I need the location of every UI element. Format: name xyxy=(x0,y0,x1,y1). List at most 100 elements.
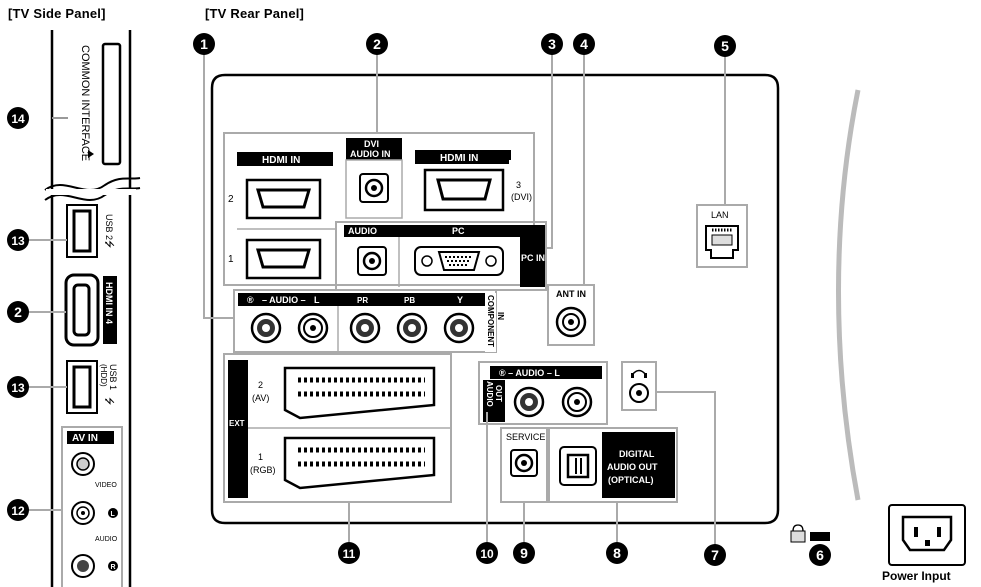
svg-text:AUDIO: AUDIO xyxy=(485,381,494,407)
svg-text:IN: IN xyxy=(496,312,505,320)
svg-text:L: L xyxy=(111,511,116,518)
common-interface-slot xyxy=(101,42,122,166)
arrow-icon xyxy=(88,150,94,158)
svg-text:9: 9 xyxy=(520,545,528,561)
usb2-label: USB 2 xyxy=(104,214,114,240)
svg-text:L: L xyxy=(314,295,320,305)
svg-text:6: 6 xyxy=(816,547,824,563)
component-audio-r-jack xyxy=(250,312,282,344)
callout-6: 6 xyxy=(809,544,831,566)
power-input-label: Power Input xyxy=(882,569,951,583)
audio-out-r-jack xyxy=(513,386,545,418)
svg-text:8: 8 xyxy=(613,545,621,561)
svg-text:(AV): (AV) xyxy=(252,393,269,403)
svg-text:3: 3 xyxy=(516,180,521,190)
svg-text:(OPTICAL): (OPTICAL) xyxy=(608,475,654,485)
svg-text:DVI: DVI xyxy=(364,139,379,149)
callout-5: 5 xyxy=(714,35,736,57)
svg-text:7: 7 xyxy=(711,547,719,563)
rear-panel-outline xyxy=(210,73,780,525)
hdmi-port-2 xyxy=(245,178,322,220)
svg-text:10: 10 xyxy=(480,547,494,561)
side-panel: COMMON INTERFACE USB 2 ⭍ HDMI IN 4 (HDD)… xyxy=(44,30,141,587)
usb1-label: USB 1 xyxy=(108,364,118,390)
optical-port xyxy=(559,446,597,486)
svg-text:13: 13 xyxy=(11,381,25,395)
pc-vga-port xyxy=(414,246,504,276)
svg-text:2: 2 xyxy=(373,36,381,52)
audio-out-l-jack xyxy=(561,386,593,418)
power-input-socket xyxy=(888,504,966,566)
callout-8: 8 xyxy=(606,542,628,564)
component-pb-jack xyxy=(396,312,428,344)
svg-text:13: 13 xyxy=(11,234,25,248)
component-audio-l-jack xyxy=(297,312,329,344)
ant-in-label: ANT IN xyxy=(556,289,586,299)
rear-panel-heading: [TV Rear Panel] xyxy=(205,6,305,21)
svg-text:5: 5 xyxy=(721,38,729,54)
svg-text:2: 2 xyxy=(258,380,263,390)
ext-label: EXT xyxy=(229,419,245,428)
hdmi4-label: HDMI IN 4 xyxy=(104,282,114,324)
svg-text:PB: PB xyxy=(404,296,415,305)
callout-10: 10 xyxy=(476,542,498,564)
svg-text:3: 3 xyxy=(548,36,556,52)
svg-text:AUDIO IN: AUDIO IN xyxy=(350,149,391,159)
side-panel-heading: [TV Side Panel] xyxy=(8,6,106,21)
svg-text:COMPONENT: COMPONENT xyxy=(486,295,495,347)
callout-badges: 1 2 3 4 5 6 7 8 9 10 11 12 13 14 13 2 xyxy=(7,33,831,566)
pc-audio-jack xyxy=(357,246,387,276)
callout-14: 14 xyxy=(7,107,29,129)
hdmi-port-1 xyxy=(245,238,322,280)
lan-port xyxy=(705,225,739,259)
svg-text:11: 11 xyxy=(343,547,356,561)
svg-text:2: 2 xyxy=(228,194,234,205)
svg-text:®: ® xyxy=(247,295,254,305)
svg-text:Y: Y xyxy=(457,295,463,305)
svg-text:⭍: ⭍ xyxy=(103,397,115,405)
headphone-icon xyxy=(631,369,647,376)
svg-text:(DVI): (DVI) xyxy=(511,192,532,202)
svg-text:PC: PC xyxy=(452,226,465,236)
callout-13-usb2: 13 xyxy=(7,229,29,251)
av-in-label: AV IN xyxy=(72,433,98,444)
component-pr-jack xyxy=(349,312,381,344)
svg-text:DIGITAL: DIGITAL xyxy=(619,449,655,459)
callout-2: 2 xyxy=(366,33,388,55)
callout-4: 4 xyxy=(573,33,595,55)
video-label: VIDEO xyxy=(95,482,117,489)
usb-icon: ⭍ xyxy=(103,240,115,248)
svg-text:14: 14 xyxy=(11,112,25,126)
audio-l-jack xyxy=(71,501,95,525)
svg-text:12: 12 xyxy=(11,504,25,518)
hdmi-in-left-label: HDMI IN xyxy=(262,155,300,166)
callout-7: 7 xyxy=(704,544,726,566)
svg-text:– AUDIO –: – AUDIO – xyxy=(262,295,306,305)
scart-2-av-port xyxy=(283,366,436,420)
audio-label: AUDIO xyxy=(95,536,118,543)
svg-text:2: 2 xyxy=(14,304,22,320)
svg-text:PR: PR xyxy=(357,296,368,305)
callout-1: 1 xyxy=(193,33,215,55)
callout-12: 12 xyxy=(7,499,29,521)
svg-text:4: 4 xyxy=(580,36,588,52)
pc-in-label: PC IN xyxy=(521,253,545,263)
svg-text:1: 1 xyxy=(258,452,263,462)
hdmi-in-right-label: HDMI IN xyxy=(440,153,478,164)
callout-3: 3 xyxy=(541,33,563,55)
svg-text:1: 1 xyxy=(228,254,234,265)
callout-9: 9 xyxy=(513,542,535,564)
video-jack xyxy=(71,452,95,476)
svg-text:AUDIO: AUDIO xyxy=(348,226,377,236)
callout-lines xyxy=(28,50,726,545)
callout-13-usb1: 13 xyxy=(7,376,29,398)
svg-text:AUDIO OUT: AUDIO OUT xyxy=(607,462,658,472)
callout-2-side: 2 xyxy=(7,301,29,323)
lock-icon xyxy=(792,524,804,532)
svg-text:R: R xyxy=(111,564,116,571)
component-y-jack xyxy=(443,312,475,344)
svg-text:1: 1 xyxy=(200,36,208,52)
hdmi-port-3 xyxy=(423,168,505,212)
